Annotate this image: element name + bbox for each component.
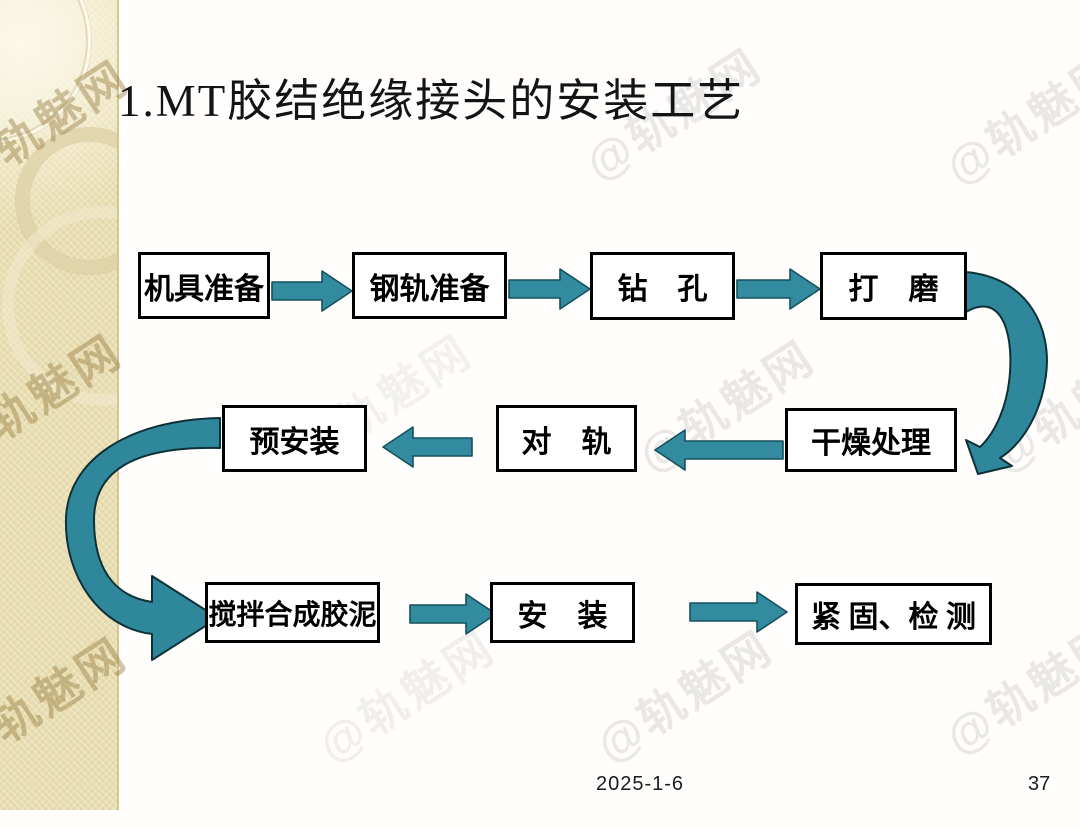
- flow-step-anzhuang: 安 装: [490, 582, 635, 643]
- arrow-step5-to-step6: [654, 429, 784, 471]
- arrow-step1-to-step2: [271, 270, 353, 312]
- slide: { "slide": { "title": "1.MT胶结绝缘接头的安装工艺",…: [0, 0, 1080, 810]
- flow-step-duigui: 对 轨: [496, 405, 637, 472]
- flow-step-yuanzhuang: 预安装: [222, 405, 367, 472]
- arrow-step9-to-step10: [689, 591, 788, 633]
- arrow-step2-to-step3: [508, 268, 591, 310]
- arrow-step8-to-step9: [409, 593, 497, 635]
- flow-step-damo: 打 磨: [820, 252, 967, 320]
- flow-step-jiaoban-jiaoni: 搅拌合成胶泥: [205, 582, 380, 643]
- slide-date: 2025-1-6: [595, 773, 685, 795]
- flow-step-jingu-jiance: 紧 固、检 测: [795, 583, 992, 645]
- arrow-step6-to-step7: [382, 426, 473, 468]
- flow-arrows-layer: [64, 268, 1048, 661]
- flow-step-gangggui-zhunbei: 钢轨准备: [352, 252, 507, 319]
- slide-page-number: 37: [1028, 773, 1051, 795]
- flow-step-ganzao-chuli: 干燥处理: [785, 408, 957, 472]
- arrow-step3-to-step4: [736, 268, 821, 310]
- slide-title: 1.MT胶结绝缘接头的安装工艺: [118, 76, 745, 126]
- flow-step-zuankong: 钻 孔: [590, 252, 735, 320]
- curved-arrow-left: [64, 417, 221, 661]
- flow-step-jiju-zhunbei: 机具准备: [138, 252, 270, 319]
- left-decor-strip: [0, 0, 119, 810]
- curved-arrow-right: [965, 271, 1048, 475]
